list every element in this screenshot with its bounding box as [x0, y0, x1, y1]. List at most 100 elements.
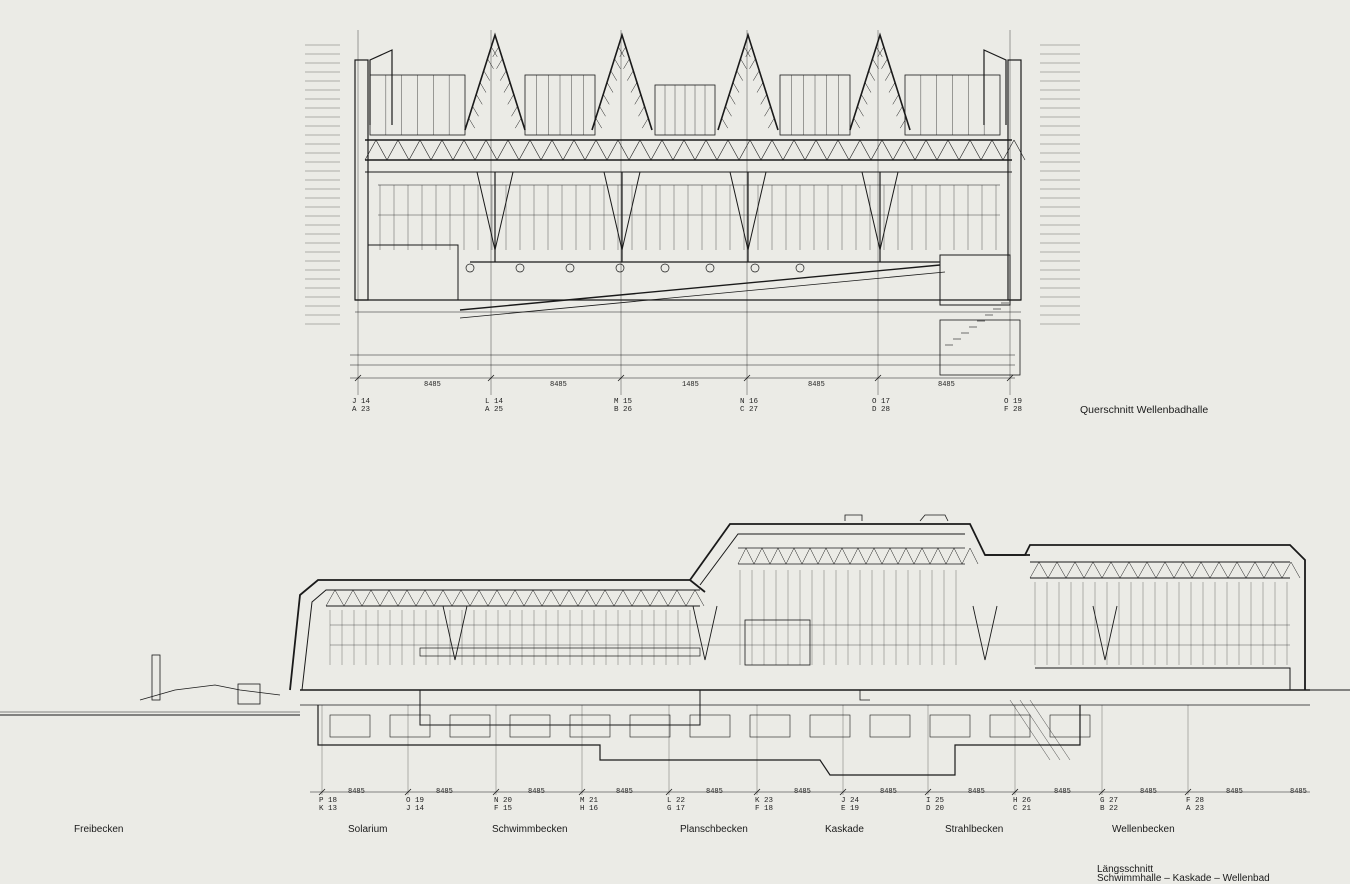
- column-brace: [692, 605, 718, 661]
- truss-diagonal: [474, 139, 487, 161]
- porthole: [615, 263, 625, 273]
- roof-gable: [849, 32, 911, 131]
- cross-axis-label: N 16 C 27: [740, 398, 759, 414]
- roof-rafter: [876, 46, 883, 58]
- truss-diagonal: [1263, 561, 1274, 579]
- truss-diagonal: [442, 589, 453, 607]
- truss-diagonal: [487, 589, 498, 607]
- roof-rafter: [881, 58, 888, 69]
- long-bay-dim: 8485: [1290, 788, 1307, 796]
- long-bay-dim: 8485: [968, 788, 985, 796]
- truss-diagonal: [914, 139, 927, 161]
- long-axis-label: K 23 F 18: [755, 797, 774, 813]
- truss-diagonal: [661, 139, 674, 161]
- long-axis-label: H 26 C 21: [1013, 797, 1032, 813]
- truss-diagonal: [958, 139, 971, 161]
- truss-diagonal: [375, 139, 388, 161]
- truss-diagonal: [969, 547, 979, 565]
- truss-diagonal: [1038, 561, 1049, 579]
- truss-diagonal: [649, 589, 660, 607]
- long-axis-label: G 27 B 22: [1100, 797, 1119, 813]
- truss-diagonal: [406, 589, 417, 607]
- truss-diagonal: [841, 547, 851, 565]
- roof-rafter: [885, 70, 892, 81]
- truss-diagonal: [595, 589, 606, 607]
- zone-label-planschbecken: Planschbecken: [680, 824, 748, 835]
- truss-diagonal: [364, 139, 377, 161]
- cross-bay-dim: 8485: [550, 381, 567, 389]
- truss-diagonal: [518, 139, 531, 161]
- truss-diagonal: [980, 139, 993, 161]
- roof-rafter: [896, 106, 903, 117]
- long-axis-label: I 25 D 20: [926, 797, 945, 813]
- zone-label-freibecken: Freibecken: [74, 824, 124, 835]
- cross-bay-dim: 8485: [808, 381, 825, 389]
- column-brace: [442, 605, 468, 661]
- truss-diagonal: [849, 547, 859, 565]
- truss-diagonal: [905, 547, 915, 565]
- truss-diagonal: [873, 547, 883, 565]
- roof-rafter: [619, 46, 626, 58]
- truss-diagonal: [865, 547, 875, 565]
- truss-diagonal: [881, 139, 894, 161]
- truss-diagonal: [485, 139, 498, 161]
- truss-diagonal: [672, 139, 685, 161]
- roof-rafter: [479, 82, 487, 93]
- truss-diagonal: [532, 589, 543, 607]
- truss-diagonal: [595, 139, 608, 161]
- basement-room: [749, 714, 791, 738]
- truss-diagonal: [753, 547, 763, 565]
- longitudinal-title-line1: Längsschnitt: [1097, 864, 1154, 875]
- truss-diagonal: [848, 139, 861, 161]
- truss-diagonal: [415, 589, 426, 607]
- cross-axis-label: O 17 D 28: [872, 398, 891, 414]
- truss-diagonal: [676, 589, 687, 607]
- roof-rafter: [472, 106, 479, 117]
- truss-diagonal: [433, 589, 444, 607]
- porthole: [795, 263, 805, 273]
- roof-rafter: [634, 94, 641, 105]
- roof-rafter: [511, 106, 518, 117]
- long-axis-label: P 18 K 13: [319, 797, 338, 813]
- truss-diagonal: [1164, 561, 1175, 579]
- basement-room: [869, 714, 911, 738]
- truss-diagonal: [606, 139, 619, 161]
- truss-diagonal: [1236, 561, 1247, 579]
- truss-diagonal: [460, 589, 471, 607]
- truss-diagonal: [1200, 561, 1211, 579]
- truss-diagonal: [451, 589, 462, 607]
- truss-diagonal: [325, 589, 336, 607]
- roof-gable: [591, 32, 653, 131]
- truss-diagonal: [705, 139, 718, 161]
- truss-diagonal: [857, 547, 867, 565]
- roof-rafter: [618, 46, 625, 58]
- truss-diagonal: [815, 139, 828, 161]
- end-clerestory: [983, 49, 1007, 125]
- wave-pool: [1035, 667, 1291, 690]
- truss-diagonal: [577, 589, 588, 607]
- zone-label-schwimmbecken: Schwimmbecken: [492, 824, 568, 835]
- roof-rafter: [630, 82, 638, 93]
- cross-bay-dim: 1485: [682, 381, 699, 389]
- roof-rafter: [491, 46, 498, 58]
- roof-rafter: [721, 117, 728, 129]
- truss-diagonal: [1272, 561, 1283, 579]
- dimension-tick: [1184, 788, 1192, 796]
- truss-diagonal: [1074, 561, 1085, 579]
- truss-diagonal: [586, 589, 597, 607]
- pool-floor: [459, 264, 941, 311]
- roof-rafter: [857, 106, 864, 117]
- basement-room: [389, 714, 431, 738]
- truss-diagonal: [496, 589, 507, 607]
- truss-diagonal: [870, 139, 883, 161]
- truss-diagonal: [825, 547, 835, 565]
- roof-rafter: [756, 82, 764, 93]
- long-axis-label: O 19 J 14: [406, 797, 425, 813]
- longitudinal-title-line2: Schwimmhalle – Kaskade – Wellenbad: [1097, 873, 1270, 884]
- roof-rafter: [868, 70, 875, 81]
- roof-rafter: [753, 70, 760, 81]
- roof-rafter: [740, 58, 747, 69]
- truss-diagonal: [913, 547, 923, 565]
- dimension-tick: [1006, 374, 1014, 382]
- roof-rafter: [614, 58, 621, 69]
